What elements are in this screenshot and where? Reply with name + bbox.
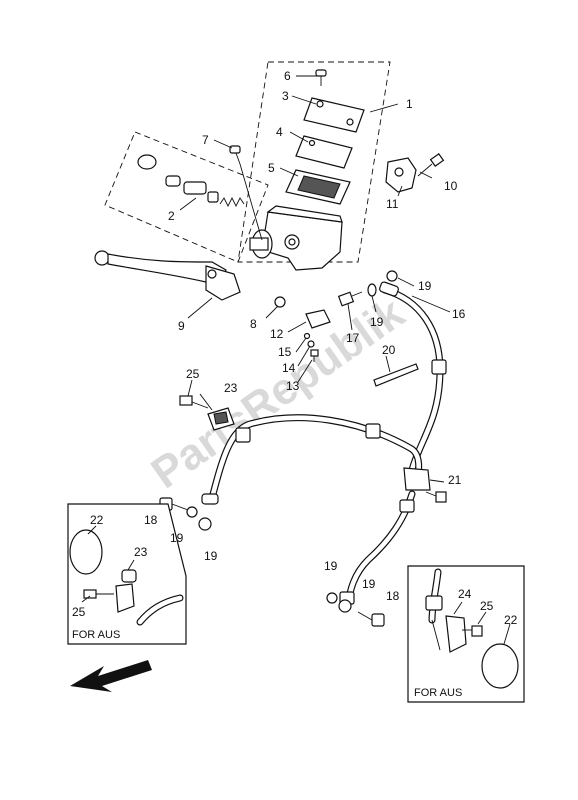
callout-10: 10 bbox=[444, 179, 458, 193]
callout-15: 15 bbox=[278, 345, 292, 359]
screw-7 bbox=[229, 145, 241, 165]
screw-13 bbox=[310, 349, 319, 362]
bracket-24-inset-right bbox=[445, 615, 467, 653]
brake-lever-9 bbox=[94, 250, 241, 301]
cap-22-inset-right bbox=[481, 643, 519, 689]
cap-22-inset-left bbox=[69, 529, 103, 575]
washer-14 bbox=[307, 340, 315, 348]
callout-3: 3 bbox=[282, 89, 289, 103]
bolt-21 bbox=[425, 491, 447, 503]
piston-kit-2 bbox=[137, 154, 245, 208]
union-bolt-18-right bbox=[357, 611, 385, 627]
callout-23-inset-left: 23 bbox=[134, 545, 148, 559]
brake-hose-lower bbox=[339, 490, 416, 608]
bracket-inset-left bbox=[115, 583, 135, 613]
callout-2: 2 bbox=[168, 209, 175, 223]
bolt-25-inset-right bbox=[462, 625, 483, 637]
inset-right: FOR AUS bbox=[407, 565, 525, 703]
holder-23-inset-left bbox=[121, 569, 137, 583]
bolt-25 bbox=[179, 395, 209, 409]
brake-hose-16 bbox=[379, 281, 447, 474]
nut-8 bbox=[274, 296, 286, 308]
callout-19-right-b: 19 bbox=[362, 577, 376, 591]
master-cylinder-group-outline bbox=[237, 61, 391, 263]
reservoir-cap-3 bbox=[303, 97, 365, 133]
screw-6 bbox=[315, 69, 327, 86]
callout-21: 21 bbox=[448, 473, 462, 487]
master-cylinder-body bbox=[249, 205, 343, 271]
callout-12: 12 bbox=[270, 327, 284, 341]
callout-20: 20 bbox=[382, 343, 396, 357]
inset-left-caption: FOR AUS bbox=[72, 629, 120, 641]
washer-15 bbox=[303, 332, 311, 340]
union-bolt-17 bbox=[337, 291, 363, 307]
callout-16: 16 bbox=[452, 307, 466, 321]
callout-5: 5 bbox=[268, 161, 275, 175]
bolt-10 bbox=[417, 153, 445, 177]
front-direction-arrow-icon bbox=[70, 660, 152, 692]
callout-19-left-a: 19 bbox=[170, 531, 184, 545]
washer-19-upper-a bbox=[367, 283, 377, 297]
bolt-25-inset-left bbox=[83, 589, 114, 599]
callout-9: 9 bbox=[178, 319, 185, 333]
callout-1: 1 bbox=[406, 97, 413, 111]
three-way-joint bbox=[403, 467, 431, 491]
washer-19-left-a bbox=[186, 506, 198, 518]
holder-11 bbox=[385, 157, 417, 193]
callout-25-inset-right: 25 bbox=[480, 599, 494, 613]
brake-hose-main bbox=[201, 414, 423, 505]
callout-18-right: 18 bbox=[386, 589, 400, 603]
callout-24: 24 bbox=[458, 587, 472, 601]
callout-25-main: 25 bbox=[186, 367, 200, 381]
callout-22-inset-right: 22 bbox=[504, 613, 518, 627]
callout-13: 13 bbox=[286, 379, 300, 393]
callout-19-right-a: 19 bbox=[324, 559, 338, 573]
hose-holder-23 bbox=[207, 407, 235, 431]
piston-kit-group-outline bbox=[104, 131, 269, 263]
callout-23-main: 23 bbox=[224, 381, 238, 395]
callout-19-left-b: 19 bbox=[204, 549, 218, 563]
inset-left: FOR AUS bbox=[67, 503, 187, 645]
callout-4: 4 bbox=[276, 125, 283, 139]
callout-19-upper-right: 19 bbox=[418, 279, 432, 293]
inset-right-caption: FOR AUS bbox=[414, 687, 462, 699]
cable-tie-20 bbox=[373, 363, 419, 387]
washer-19-right-b bbox=[338, 599, 352, 613]
callout-8: 8 bbox=[250, 317, 257, 331]
callout-6: 6 bbox=[284, 69, 291, 83]
callout-17: 17 bbox=[346, 331, 360, 345]
diaphragm-5 bbox=[285, 169, 351, 205]
switch-12 bbox=[305, 309, 331, 329]
callout-25-inset-left: 25 bbox=[72, 605, 86, 619]
callout-22-inset-left: 22 bbox=[90, 513, 104, 527]
diaphragm-plate-4 bbox=[295, 135, 353, 169]
callout-11: 11 bbox=[386, 197, 399, 211]
callout-18-left: 18 bbox=[144, 513, 158, 527]
callout-14: 14 bbox=[282, 361, 296, 375]
washer-19-right-a bbox=[326, 592, 338, 604]
washer-19-upper-b bbox=[386, 270, 398, 282]
washer-19-left-b bbox=[198, 517, 212, 531]
callout-7: 7 bbox=[202, 133, 209, 147]
callout-19-upper-mid: 19 bbox=[370, 315, 384, 329]
